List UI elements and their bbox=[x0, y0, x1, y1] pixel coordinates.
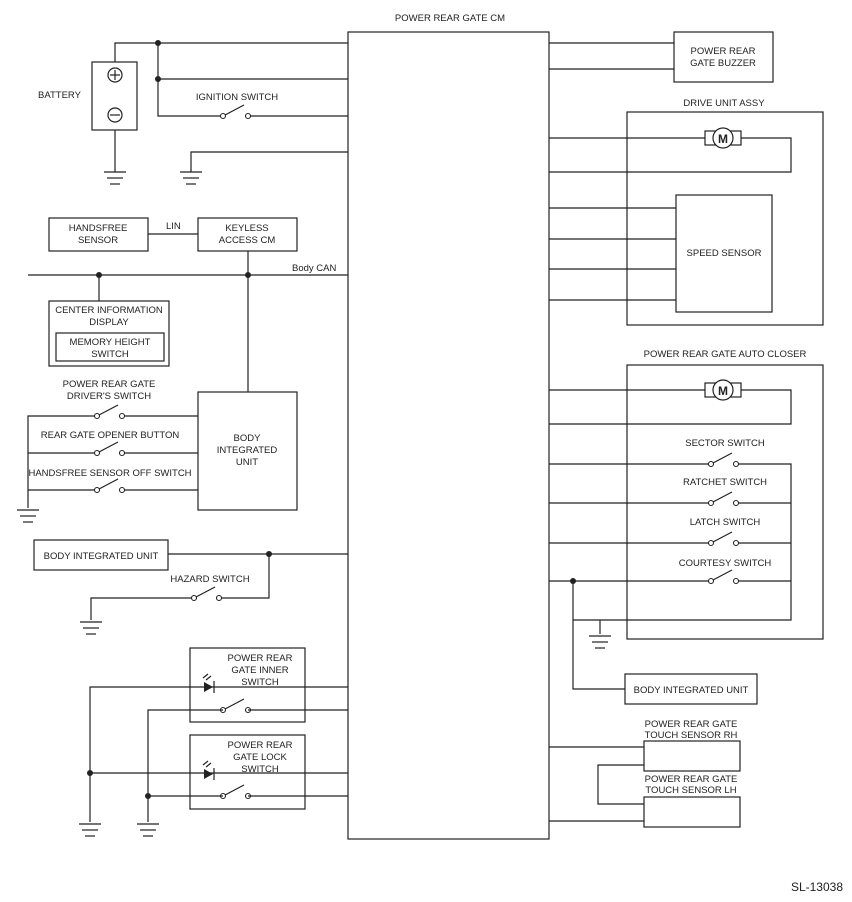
drive-unit-label: DRIVE UNIT ASSY bbox=[683, 98, 765, 109]
handsfree-off-switch-label: HANDSFREE SENSOR OFF SWITCH bbox=[28, 468, 191, 479]
touch-rh-label-1: POWER REAR GATE bbox=[645, 719, 738, 730]
handsfree-sensor-label-2: SENSOR bbox=[78, 235, 118, 246]
latch-switch-label: LATCH SWITCH bbox=[690, 517, 761, 528]
memory-height-label-2: SWITCH bbox=[91, 349, 129, 360]
inner-switch-label-1: POWER REAR bbox=[228, 653, 293, 664]
biu-switch-wiring bbox=[27, 415, 198, 508]
body-integrated-unit-box: BODY INTEGRATED UNIT bbox=[197, 391, 298, 511]
ground-inner-right bbox=[137, 823, 159, 837]
hazard-wiring bbox=[90, 551, 348, 620]
sector-switch-label: SECTOR SWITCH bbox=[685, 438, 765, 449]
body-integrated-unit-right: BODY INTEGRATED UNIT bbox=[624, 673, 758, 705]
biu-label-1: BODY bbox=[234, 433, 262, 444]
ground-inner-left bbox=[79, 823, 101, 837]
ignition-switch-label: IGNITION SWITCH bbox=[196, 92, 278, 103]
handsfree-sensor: HANDSFREE SENSOR bbox=[48, 217, 149, 252]
biu-label-2: INTEGRATED bbox=[217, 445, 278, 456]
latch-switch: LATCH SWITCH bbox=[690, 517, 761, 547]
ground-closer bbox=[589, 635, 611, 649]
driver-switch-label-2: DRIVER'S SWITCH bbox=[67, 391, 151, 402]
biu-label-3: UNIT bbox=[236, 457, 258, 468]
body-integrated-unit-hazard: BODY INTEGRATED UNIT bbox=[33, 539, 169, 571]
battery: BATTERY bbox=[38, 61, 138, 131]
lin-label: LIN bbox=[166, 221, 181, 232]
ground-biu bbox=[17, 509, 39, 523]
keyless-access-cm-label-2: ACCESS CM bbox=[219, 235, 276, 246]
courtesy-switch: COURTESY SWITCH bbox=[679, 558, 772, 585]
body-can-label: Body CAN bbox=[292, 263, 336, 274]
battery-wiring bbox=[114, 40, 348, 172]
touch-sensor-wiring bbox=[549, 746, 644, 822]
ground-battery bbox=[104, 171, 126, 185]
keyless-access-cm: KEYLESS ACCESS CM bbox=[197, 217, 298, 252]
lock-switch-label-1: POWER REAR bbox=[228, 740, 293, 751]
biu-right-label: BODY INTEGRATED UNIT bbox=[634, 685, 749, 696]
buzzer-label-2: GATE BUZZER bbox=[690, 58, 756, 69]
inner-lock-wiring bbox=[87, 686, 348, 822]
speed-sensor-label: SPEED SENSOR bbox=[687, 248, 762, 259]
diagram-id: SL-13038 bbox=[791, 880, 843, 894]
cid-label-2: DISPLAY bbox=[89, 317, 129, 328]
inner-switch-label-2: GATE INNER bbox=[231, 665, 288, 676]
led-icon bbox=[202, 760, 215, 780]
handsfree-sensor-off-switch: HANDSFREE SENSOR OFF SWITCH bbox=[28, 468, 192, 494]
lock-switch-label-3: SWITCH bbox=[241, 764, 279, 775]
keyless-access-cm-label-1: KEYLESS bbox=[225, 223, 268, 234]
cm-title: POWER REAR GATE CM bbox=[395, 13, 505, 24]
power-rear-gate-buzzer: POWER REAR GATE BUZZER bbox=[549, 31, 774, 83]
auto-closer-label: POWER REAR GATE AUTO CLOSER bbox=[644, 349, 807, 360]
courtesy-switch-label: COURTESY SWITCH bbox=[679, 558, 772, 569]
auto-closer: POWER REAR GATE AUTO CLOSER M bbox=[549, 349, 824, 640]
drive-unit-assy: DRIVE UNIT ASSY M SPEED SENSOR bbox=[549, 98, 824, 326]
inner-switch-label-3: SWITCH bbox=[241, 677, 279, 688]
battery-label: BATTERY bbox=[38, 90, 82, 101]
inner-switch-assembly: POWER REAR GATE INNER SWITCH bbox=[189, 647, 306, 723]
rear-gate-opener-button: REAR GATE OPENER BUTTON bbox=[41, 430, 180, 457]
biu-hazard-label: BODY INTEGRATED UNIT bbox=[44, 551, 159, 562]
memory-height-label-1: MEMORY HEIGHT bbox=[70, 337, 151, 348]
handsfree-sensor-label-1: HANDSFREE bbox=[69, 223, 128, 234]
lock-switch-assembly: POWER REAR GATE LOCK SWITCH bbox=[189, 734, 306, 810]
driver-switch-label-1: POWER REAR GATE bbox=[63, 379, 156, 390]
courtesy-to-biu-wiring bbox=[570, 578, 625, 690]
ratchet-switch: RATCHET SWITCH bbox=[683, 477, 767, 507]
hazard-switch: HAZARD SWITCH bbox=[170, 574, 250, 602]
touch-sensor-rh: POWER REAR GATE TOUCH SENSOR RH bbox=[643, 719, 741, 772]
cid-label-1: CENTER INFORMATION bbox=[55, 305, 163, 316]
body-can-bus: Body CAN bbox=[28, 251, 348, 392]
motor-icon: M bbox=[718, 132, 728, 146]
touch-lh-label-2: TOUCH SENSOR LH bbox=[645, 785, 736, 796]
center-information-display: CENTER INFORMATION DISPLAY MEMORY HEIGHT… bbox=[48, 300, 170, 367]
buzzer-label-1: POWER REAR bbox=[691, 46, 756, 57]
driver-switch: POWER REAR GATE DRIVER'S SWITCH bbox=[63, 379, 156, 420]
touch-lh-label-1: POWER REAR GATE bbox=[645, 774, 738, 785]
ground-cm bbox=[180, 171, 202, 185]
power-rear-gate-cm: POWER REAR GATE CM bbox=[347, 13, 550, 840]
ignition-switch: IGNITION SWITCH bbox=[196, 92, 278, 120]
motor-icon: M bbox=[718, 384, 728, 398]
hazard-switch-label: HAZARD SWITCH bbox=[170, 574, 249, 585]
ground-hazard bbox=[80, 621, 102, 635]
lock-switch-label-2: GATE LOCK bbox=[233, 752, 287, 763]
ratchet-switch-label: RATCHET SWITCH bbox=[683, 477, 767, 488]
touch-sensor-lh: POWER REAR GATE TOUCH SENSOR LH bbox=[643, 774, 741, 828]
touch-rh-label-2: TOUCH SENSOR RH bbox=[645, 730, 738, 741]
opener-button-label: REAR GATE OPENER BUTTON bbox=[41, 430, 180, 441]
sector-switch: SECTOR SWITCH bbox=[685, 438, 765, 468]
